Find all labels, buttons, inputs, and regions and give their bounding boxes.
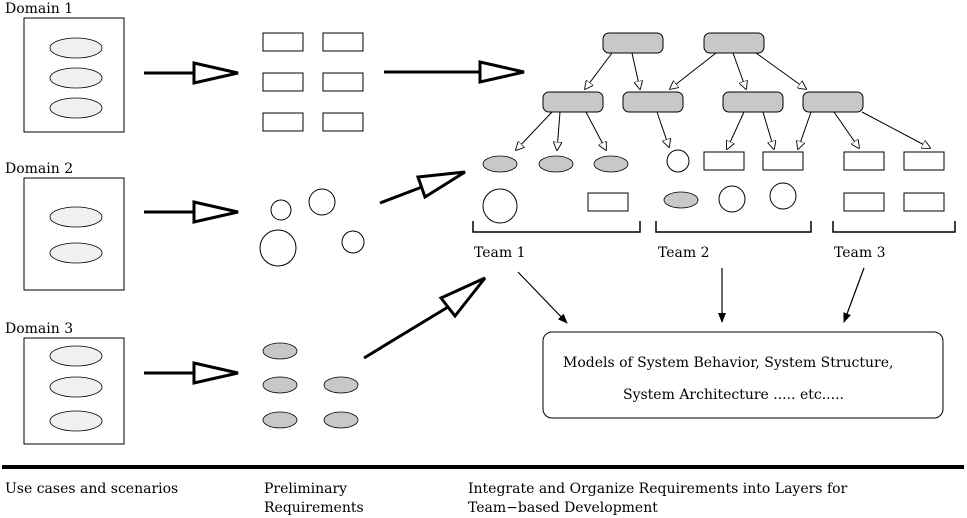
models-box: Models of System Behavior, System Struct… — [542, 331, 944, 419]
layer-node — [542, 91, 604, 113]
requirement-ellipse — [538, 155, 574, 173]
team-1-label: Team 1 — [474, 245, 526, 261]
domain-3-label: Domain 3 — [5, 321, 73, 337]
use-case-ellipse — [49, 410, 103, 432]
requirement-circle — [308, 188, 336, 216]
models-box-line-1: Models of System Behavior, System Struct… — [563, 355, 893, 371]
use-case-ellipse — [49, 242, 103, 264]
requirement-circle — [341, 230, 365, 254]
requirement-circle — [666, 149, 690, 173]
requirement-ellipse — [262, 376, 298, 394]
footer-caption-preliminary-1: Preliminary — [264, 481, 347, 497]
domain-3-box — [23, 337, 125, 445]
requirement-ellipse — [262, 411, 298, 429]
requirement-rect — [262, 112, 304, 132]
team-to-models-arrows — [517, 267, 865, 324]
requirement-ellipse — [663, 191, 699, 209]
layer-top-to-middle-arrows — [585, 52, 806, 89]
use-case-ellipse — [49, 206, 103, 228]
layer-node — [622, 91, 684, 113]
layer-middle-to-bottom-arrows — [516, 111, 930, 150]
requirement-circle — [718, 185, 746, 213]
requirement-ellipse — [482, 155, 518, 173]
use-case-ellipse — [49, 345, 103, 367]
requirement-ellipse — [593, 155, 629, 173]
requirement-rect — [262, 32, 304, 52]
requirement-rect — [843, 192, 885, 212]
use-case-ellipse — [49, 97, 103, 119]
requirement-rect — [703, 151, 745, 171]
footer-caption-integrate-2: Team−based Development — [468, 500, 658, 516]
team-2-label: Team 2 — [658, 245, 710, 261]
footer-caption-use-cases: Use cases and scenarios — [5, 481, 178, 497]
requirement-rect — [903, 192, 945, 212]
preliminary-requirements-group-3 — [262, 342, 359, 429]
group-1-to-layers-arrow — [384, 60, 525, 84]
requirement-rect — [322, 32, 364, 52]
requirement-rect — [262, 72, 304, 92]
requirement-circle — [482, 188, 518, 224]
layer-node — [802, 91, 864, 113]
requirement-rect — [587, 192, 629, 212]
layer-middle-row — [542, 91, 864, 113]
requirement-rect — [843, 151, 885, 171]
team-2-bracket — [655, 221, 812, 233]
domain-2-label: Domain 2 — [5, 161, 73, 177]
requirement-rect — [903, 151, 945, 171]
team-3-label: Team 3 — [834, 245, 886, 261]
layer-bottom-row — [482, 149, 945, 224]
group-2-to-layers-arrow — [379, 170, 466, 205]
layer-node — [722, 91, 784, 113]
use-case-ellipse — [49, 37, 103, 59]
use-case-ellipse — [49, 67, 103, 89]
requirement-circle — [270, 199, 292, 221]
requirement-circle — [259, 229, 297, 267]
footer-caption-integrate-1: Integrate and Organize Requirements into… — [468, 481, 848, 497]
models-box-line-2: System Architecture ..... etc..... — [623, 387, 844, 403]
domain-2-arrow — [144, 200, 239, 224]
team-1-bracket — [472, 221, 641, 233]
requirement-rect — [762, 151, 804, 171]
preliminary-requirements-group-2 — [259, 188, 365, 267]
layer-top-row — [602, 32, 765, 54]
requirement-ellipse — [323, 411, 359, 429]
domain-1-arrow — [144, 61, 239, 85]
domain-1-box — [23, 17, 125, 133]
use-case-ellipse — [49, 376, 103, 398]
layer-node — [602, 32, 664, 54]
group-3-to-layers-arrow — [363, 276, 487, 360]
requirement-rect — [322, 112, 364, 132]
team-3-bracket — [832, 221, 956, 233]
preliminary-requirements-group-1 — [262, 32, 364, 132]
domain-3-arrow — [144, 361, 239, 385]
requirement-rect — [322, 72, 364, 92]
domain-1-label: Domain 1 — [5, 1, 73, 17]
layer-node — [703, 32, 765, 54]
requirement-circle — [769, 182, 797, 210]
requirement-ellipse — [323, 376, 359, 394]
requirement-ellipse — [262, 342, 298, 360]
footer-caption-preliminary-2: Requirements — [264, 500, 364, 516]
domain-2-box — [23, 177, 125, 291]
